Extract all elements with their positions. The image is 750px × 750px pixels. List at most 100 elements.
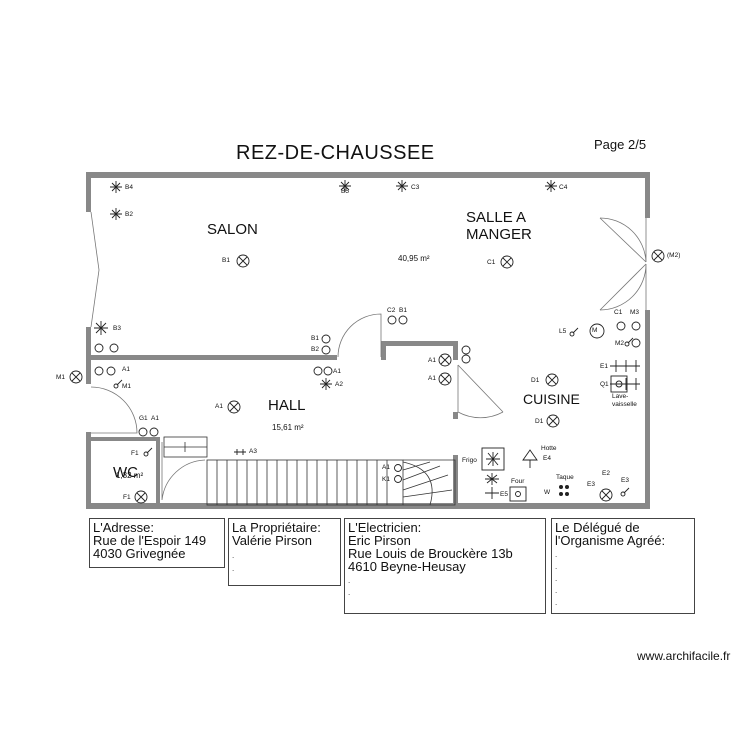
tag-e4: E4 — [543, 455, 551, 462]
ceiling-light-e1 — [610, 360, 640, 372]
electrician-street: Rue Louis de Brouckère 13b — [348, 546, 513, 561]
wall-left — [86, 172, 91, 509]
wall-top — [86, 172, 650, 178]
tag-a2: A2 — [335, 381, 343, 388]
socket-c2-b1 — [387, 315, 408, 325]
delegate-label-1: Le Délégué de — [555, 520, 640, 535]
tag-g1: G1 — [139, 415, 148, 422]
tag-m1: M1 — [122, 383, 132, 390]
tag-taque: Taque — [556, 474, 574, 481]
tag-a1-g: A1 — [151, 415, 159, 422]
tag-motor: M — [592, 327, 598, 334]
tag-e3b: E3 — [621, 477, 629, 484]
delegate-dot-4: . — [555, 586, 558, 595]
motor-symbol — [589, 323, 605, 339]
delegate-dot-5: . — [555, 598, 558, 607]
tag-lave-1: Lave- — [612, 393, 629, 400]
socket-c1-m3 — [616, 321, 641, 331]
plan-title: REZ-DE-CHAUSSEE — [236, 142, 435, 164]
tag-c3: C3 — [411, 184, 420, 191]
ceiling-light-c4 — [545, 180, 557, 192]
room-cuisine: CUISINE — [523, 391, 580, 407]
tag-a1-stair: A1 — [382, 464, 390, 471]
tag-e5: E5 — [500, 491, 508, 498]
tag-b5: B5 — [341, 188, 349, 195]
light-m2-outside — [651, 249, 665, 263]
tag-m3: M3 — [630, 309, 640, 316]
switch-a3 — [234, 449, 246, 455]
info-box-delegate: Le Délégué de l'Organisme Agréé: . . . .… — [551, 518, 695, 614]
wall-hall-step-v — [381, 341, 386, 360]
stair-frame — [206, 459, 404, 506]
ceiling-light-a2 — [320, 378, 332, 390]
tag-f1-light: F1 — [123, 494, 131, 501]
room-wc: WC — [113, 464, 138, 481]
delegate-dot-2: . — [555, 562, 558, 571]
tag-frigo: Frigo — [462, 457, 477, 464]
address-city: 4030 Grivegnée — [93, 546, 186, 561]
electrician-dot-2: . — [348, 588, 351, 597]
hood-symbol — [522, 449, 538, 468]
tag-c2: C2 — [387, 307, 396, 314]
tag-b2: B2 — [125, 211, 133, 218]
ceiling-light-e1-low — [610, 378, 640, 390]
electrician-name: Eric Pirson — [348, 533, 411, 548]
electrician-dot-1: . — [348, 576, 351, 585]
room-salle-area: 40,95 m² — [398, 254, 430, 263]
socket-stair — [394, 464, 402, 483]
tag-b1-switch: B1 — [311, 335, 319, 342]
tag-f1-switch: F1 — [131, 450, 139, 457]
tag-b2-switch: B2 — [311, 346, 319, 353]
ceiling-light-b3 — [94, 321, 108, 335]
delegate-dot-1: . — [555, 550, 558, 559]
wall-wc-top — [91, 437, 158, 441]
tag-c4: C4 — [559, 184, 568, 191]
switch-m1 — [113, 379, 123, 389]
tag-m2-outside: (M2) — [667, 252, 681, 259]
light-a1-hall — [227, 400, 241, 414]
room-hall-area: 15,61 m² — [272, 423, 304, 432]
fridge-box — [481, 447, 505, 471]
tag-e3: E3 — [587, 481, 595, 488]
owner-name: Valérie Pirson — [232, 533, 312, 548]
tag-four: Four — [511, 478, 525, 485]
socket-a1-hall-left — [94, 366, 116, 376]
tag-d1-b: D1 — [535, 418, 544, 425]
owner-dot-2: . — [232, 564, 235, 573]
electrician-label: L'Electricien: — [348, 520, 422, 535]
socket-a1-vertical — [461, 345, 471, 364]
dishwasher-box — [610, 375, 628, 393]
ceiling-light-b4 — [110, 181, 122, 193]
tag-a1-right2: A1 — [428, 375, 436, 382]
switch-m2 — [624, 337, 634, 347]
tag-a1-top: A1 — [333, 368, 341, 375]
credit-link[interactable]: www.archifacile.fr — [637, 649, 731, 663]
wall-bottom — [86, 503, 650, 509]
tag-b1-door: B1 — [399, 307, 407, 314]
tag-a1-hall: A1 — [215, 403, 223, 410]
light-d1-a — [545, 373, 559, 387]
tag-b1-salon: B1 — [222, 257, 230, 264]
light-f1 — [134, 490, 148, 504]
light-a1-right2 — [438, 372, 452, 386]
owner-dot-1: . — [232, 551, 235, 560]
room-salle-line2: MANGER — [466, 226, 532, 243]
info-box-owner: La Propriétaire: Valérie Pirson . . — [228, 518, 341, 586]
light-b1-salon — [236, 254, 250, 268]
tag-a3: A3 — [249, 448, 257, 455]
tag-c1-salle: C1 — [487, 259, 496, 266]
info-box-electrician: L'Electricien: Eric Pirson Rue Louis de … — [344, 518, 546, 614]
info-box-address: L'Adresse: Rue de l'Espoir 149 4030 Griv… — [89, 518, 225, 568]
hob-symbol — [559, 485, 569, 496]
tag-a1-right: A1 — [428, 357, 436, 364]
page-indicator: Page 2/5 — [594, 137, 647, 152]
delegate-dot-3: . — [555, 574, 558, 583]
ceiling-light-c3 — [396, 180, 408, 192]
oven-box — [509, 486, 527, 502]
socket-b1-door — [321, 334, 331, 355]
room-hall: HALL — [268, 397, 306, 414]
socket-g1 — [138, 427, 159, 437]
light-d1-b — [546, 414, 560, 428]
socket-m2 — [631, 338, 641, 348]
